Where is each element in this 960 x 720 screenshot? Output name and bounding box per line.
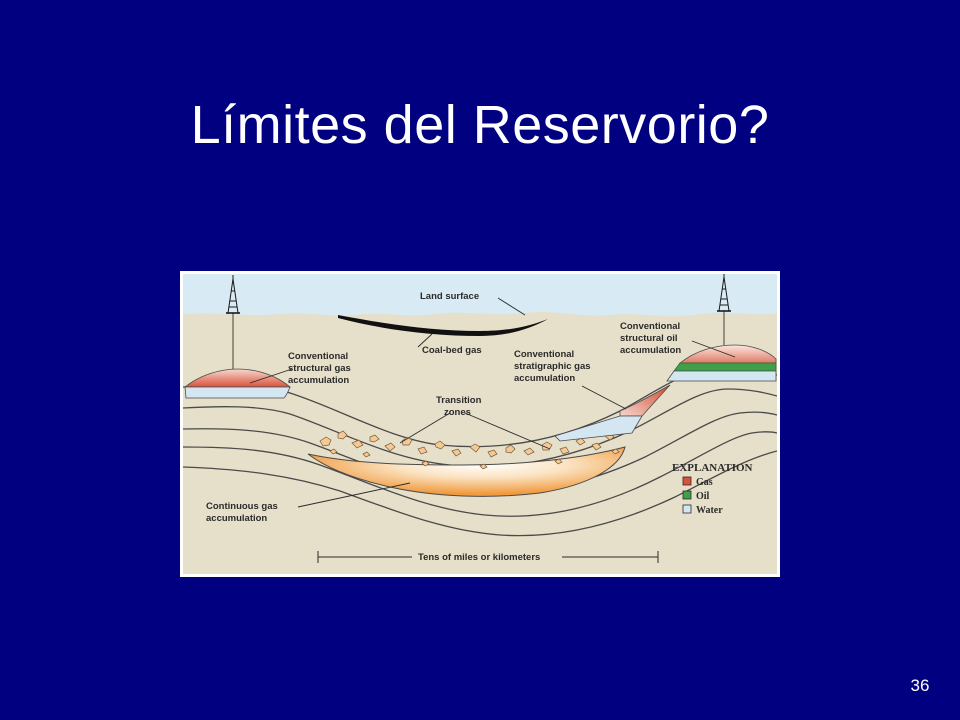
stratigraphic-gas-wedge [619, 384, 671, 417]
legend-label-water: Water [696, 505, 723, 516]
legend-label-gas: Gas [696, 477, 713, 488]
label-conv-strat-gas-1: Conventional [514, 349, 574, 360]
legend-label-oil: Oil [696, 491, 710, 502]
legend-swatch-oil [682, 490, 692, 500]
label-conv-struct-oil-2: structural oil [620, 333, 678, 344]
label-conv-struct-gas-3: accumulation [288, 375, 349, 386]
label-conv-struct-gas-2: structural gas [288, 363, 351, 374]
label-conv-struct-oil-1: Conventional [620, 321, 680, 332]
leader-lines [249, 297, 736, 508]
label-transition-zones-1: Transition [436, 395, 482, 406]
label-conv-strat-gas-2: stratigraphic gas [514, 361, 591, 372]
label-scale: Tens of miles or kilometers [418, 552, 540, 563]
label-continuous-gas-1: Continuous gas [206, 501, 278, 512]
structural-gas-cap-left [183, 368, 292, 388]
transition-zone-blobs [319, 430, 620, 470]
legend-swatch-water [682, 504, 692, 514]
label-coal-bed-gas: Coal-bed gas [422, 345, 482, 356]
label-transition-zones-2: zones [444, 407, 471, 418]
legend-title: EXPLANATION [672, 462, 753, 474]
slide-title: Límites del Reservorio? [190, 95, 770, 155]
derrick-right-icon [717, 274, 731, 345]
water-zone-right [666, 370, 777, 382]
label-conv-struct-oil-3: accumulation [620, 345, 681, 356]
ground [183, 311, 777, 574]
coal-bed-gas-seam [338, 315, 548, 336]
label-conv-strat-gas-3: accumulation [514, 373, 575, 384]
reservoir-diagram: Land surface Coal-bed gas Conventional s… [180, 271, 780, 577]
label-continuous-gas-2: accumulation [206, 513, 267, 524]
label-land-surface: Land surface [420, 291, 479, 302]
explanation-legend: EXPLANATION Gas Oil Water [672, 462, 753, 516]
reservoir-diagram-svg: Land surface Coal-bed gas Conventional s… [180, 271, 780, 577]
legend-swatch-gas [682, 476, 692, 486]
scale-bar [317, 551, 659, 563]
water-zone-left [184, 386, 291, 399]
derrick-left-icon [226, 275, 240, 369]
label-conv-struct-gas-1: Conventional [288, 351, 348, 362]
oil-zone-right [673, 362, 777, 372]
slide-number: 36 [910, 676, 930, 695]
stratigraphic-water-wedge [554, 415, 643, 442]
